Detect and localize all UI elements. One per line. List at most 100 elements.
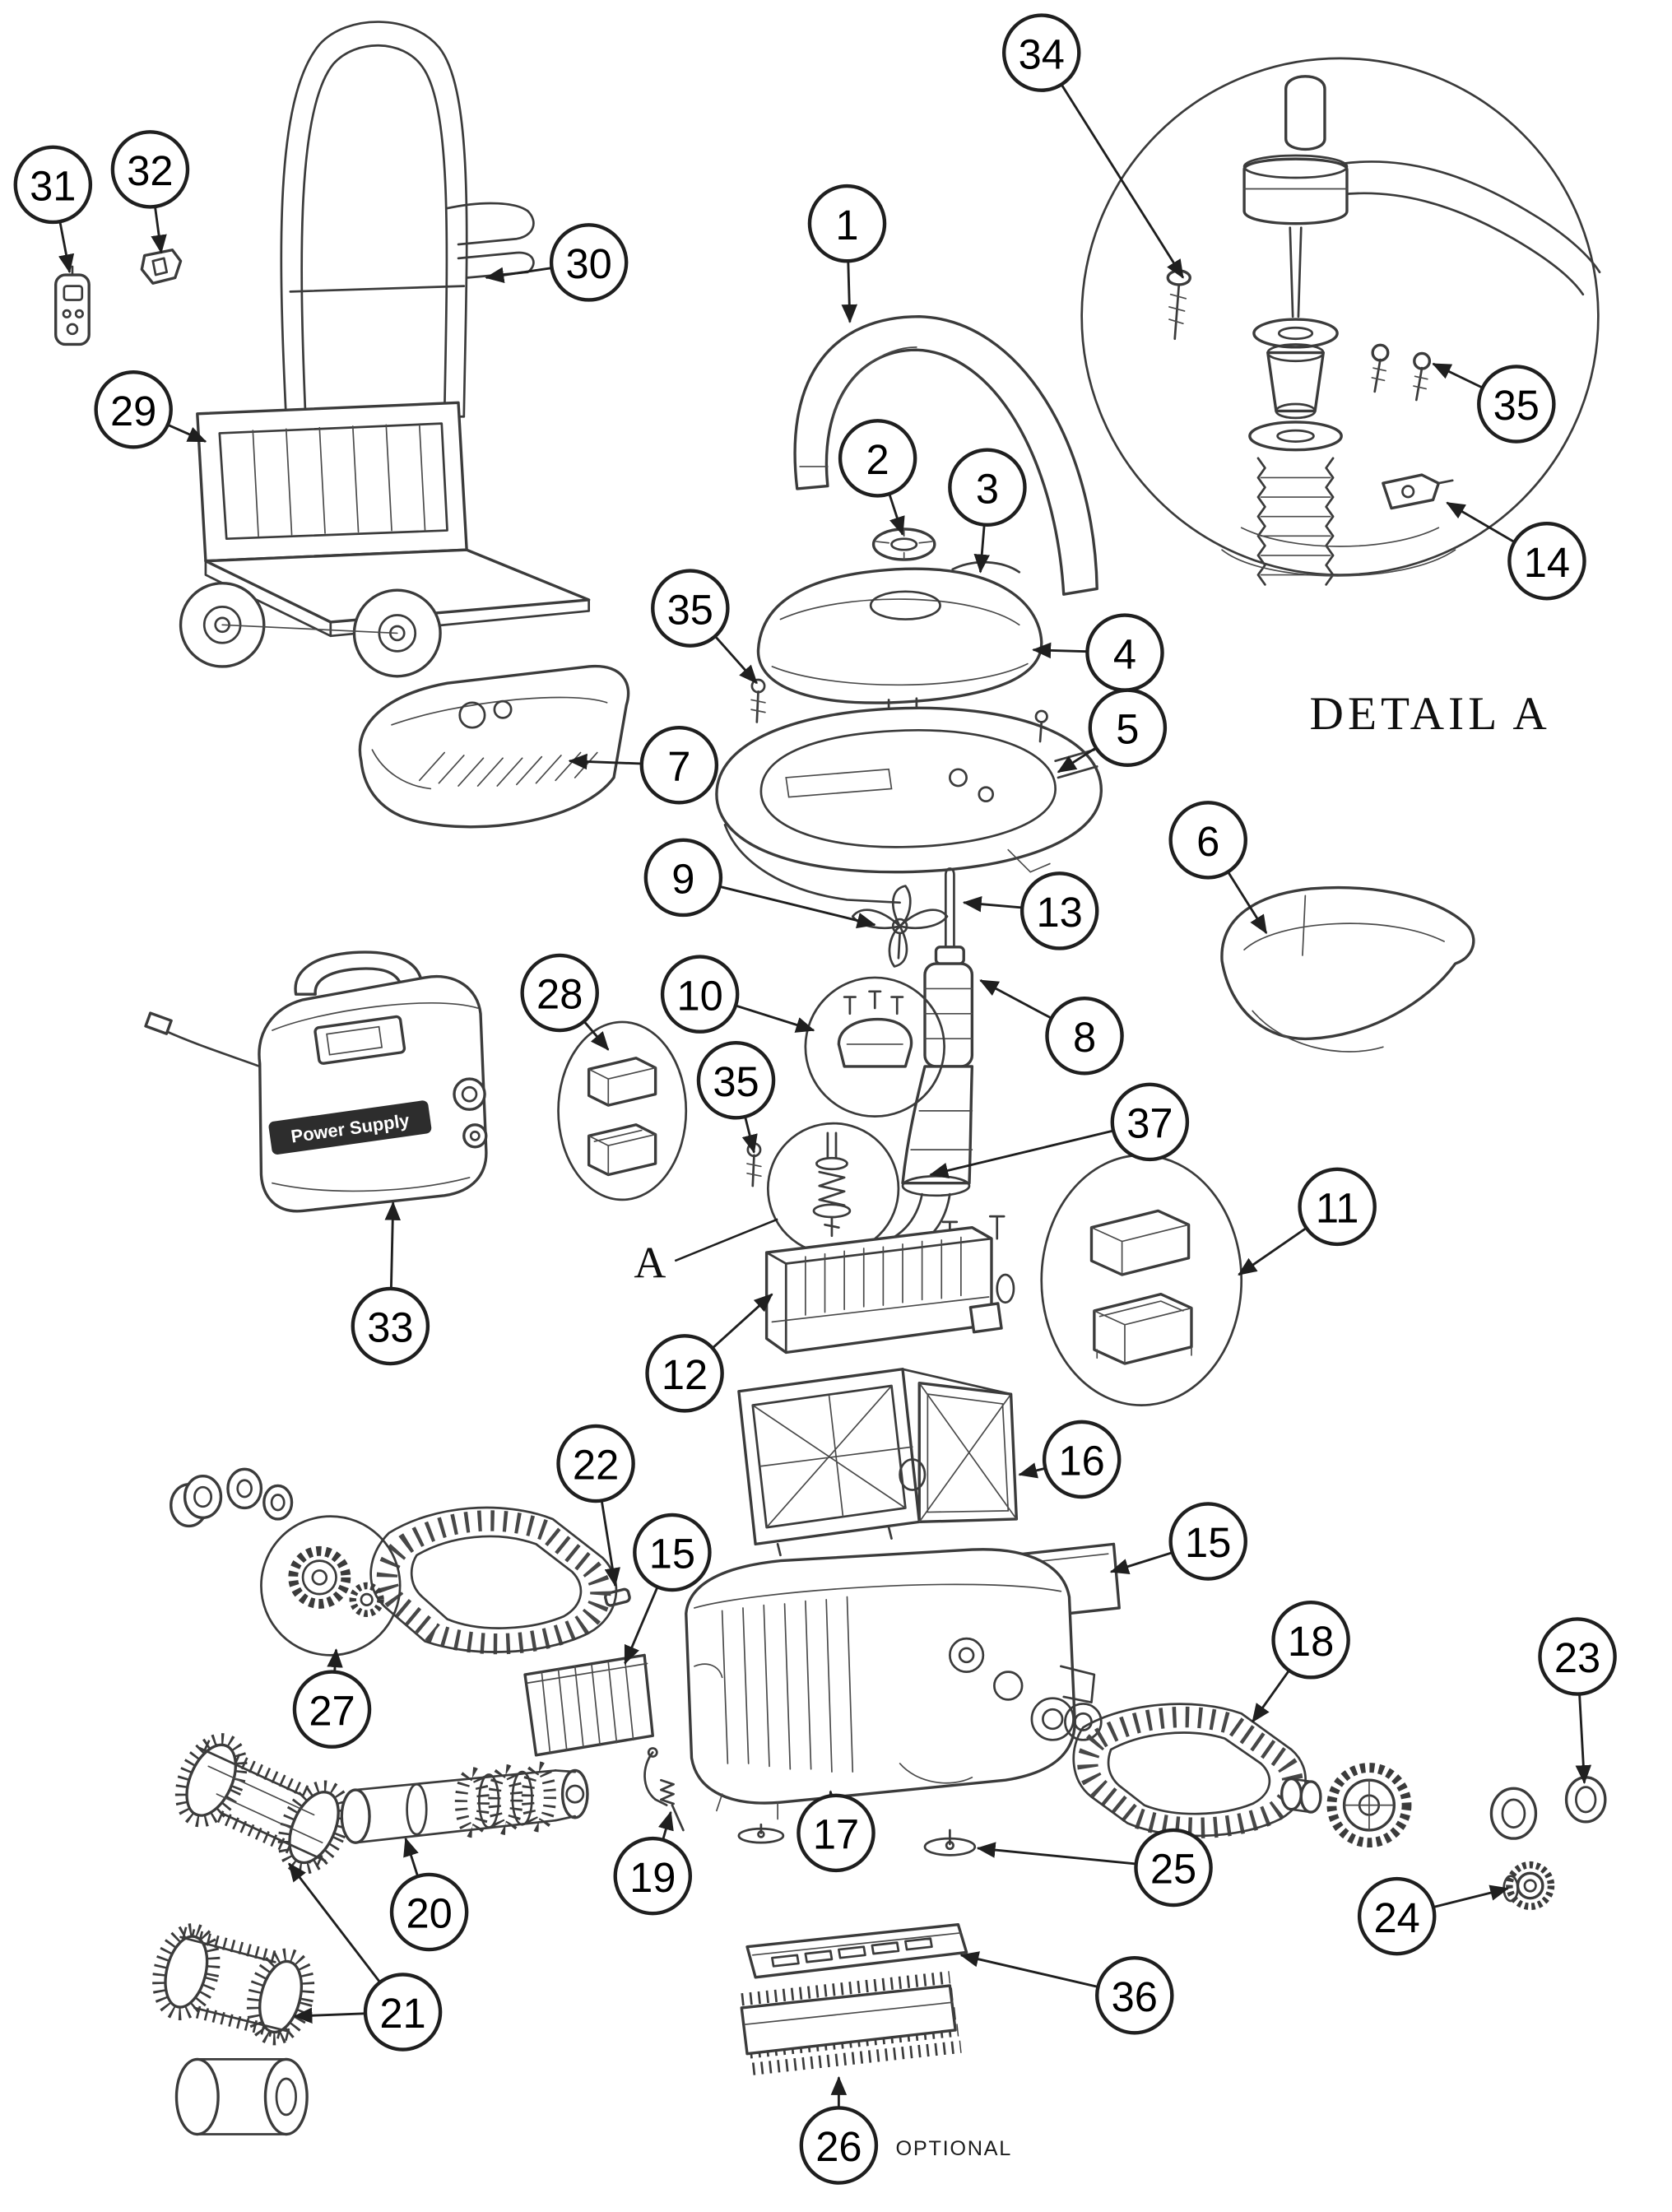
- svg-text:15: 15: [1185, 1519, 1231, 1566]
- part-impeller: [851, 885, 949, 968]
- svg-text:27: 27: [309, 1687, 355, 1734]
- callout-19: 19: [613, 1810, 693, 1916]
- part-top-cover: [756, 567, 1043, 713]
- part-panel-left: [523, 1653, 654, 1757]
- svg-text:24: 24: [1374, 1894, 1420, 1941]
- part-side-panel: [1220, 885, 1475, 1053]
- callout-30: 30: [485, 223, 629, 302]
- svg-text:9: 9: [671, 856, 694, 903]
- svg-text:3: 3: [976, 465, 999, 512]
- part-brush-26: [740, 1971, 962, 2075]
- svg-text:29: 29: [110, 388, 156, 434]
- part-track-right: [1072, 1703, 1307, 1838]
- svg-text:28: 28: [536, 971, 583, 1018]
- part-hub-24: [1502, 1861, 1555, 1910]
- svg-text:22: 22: [573, 1442, 619, 1489]
- callout-25: 25: [976, 1828, 1213, 1908]
- svg-text:12: 12: [662, 1351, 708, 1398]
- svg-text:13: 13: [1037, 889, 1083, 936]
- svg-text:21: 21: [379, 1990, 425, 2037]
- part-motor-unit: [871, 867, 974, 1262]
- callout-3: 3: [948, 448, 1027, 574]
- callout-23: 23: [1538, 1617, 1617, 1785]
- svg-text:23: 23: [1554, 1634, 1600, 1681]
- part-rings-23: [1489, 1776, 1607, 1840]
- svg-text:15: 15: [649, 1531, 695, 1578]
- part-track-left: [369, 1506, 618, 1655]
- svg-text:14: 14: [1524, 539, 1570, 586]
- svg-text:18: 18: [1288, 1618, 1334, 1665]
- svg-text:4: 4: [1113, 630, 1136, 677]
- svg-text:26: 26: [815, 2123, 862, 2170]
- svg-text:17: 17: [813, 1811, 859, 1858]
- svg-text:19: 19: [629, 1854, 676, 1901]
- part-bearings: [170, 1467, 294, 1528]
- svg-text:5: 5: [1116, 705, 1139, 752]
- detail-circle-11: [1040, 1154, 1243, 1406]
- detail-circle-28: [557, 1020, 688, 1201]
- callout-14: 14: [1446, 501, 1586, 601]
- callout-35: 35: [651, 569, 758, 685]
- callout-26: 26: [799, 2075, 879, 2185]
- part-remote-control: [54, 265, 91, 346]
- callout-10: 10: [660, 955, 815, 1034]
- svg-text:37: 37: [1126, 1100, 1173, 1147]
- svg-text:7: 7: [667, 743, 690, 790]
- a-reference-label: A: [634, 1238, 666, 1287]
- callout-15: 15: [1109, 1502, 1247, 1581]
- part-plate-36: [745, 1923, 968, 1979]
- part-body-ring: [715, 706, 1103, 904]
- callout-32: 32: [110, 130, 190, 254]
- callout-34: 34: [1001, 13, 1185, 279]
- svg-text:11: 11: [1316, 1185, 1359, 1232]
- callout-5: 5: [1057, 688, 1168, 774]
- callout-27: 27: [292, 1648, 372, 1749]
- part-washers: [737, 1823, 977, 1856]
- callout-33: 33: [351, 1201, 430, 1366]
- callout-13: 13: [962, 871, 1099, 950]
- part-foam-rollers: [152, 1923, 315, 2136]
- svg-text:2: 2: [866, 436, 889, 483]
- screw-35-upper: [750, 678, 766, 723]
- callout-9: 9: [643, 838, 876, 929]
- svg-text:35: 35: [667, 586, 713, 633]
- callout-29: 29: [94, 370, 207, 449]
- svg-text:33: 33: [367, 1304, 413, 1351]
- svg-text:30: 30: [565, 240, 611, 287]
- callout-8: 8: [979, 979, 1124, 1076]
- callout-37: 37: [929, 1082, 1190, 1178]
- svg-text:10: 10: [676, 972, 722, 1019]
- part-bottom-lid: [358, 665, 630, 829]
- part-lock-19: [643, 1747, 685, 1832]
- part-brush-38: [174, 1733, 351, 1875]
- part-caddy-cart: [179, 21, 591, 678]
- callout-22: 22: [556, 1424, 635, 1587]
- detail-circle-27: [260, 1515, 402, 1657]
- detail-circle-10: [804, 976, 945, 1118]
- part-impeller-cover: [871, 527, 1021, 574]
- svg-text:6: 6: [1196, 818, 1219, 865]
- part-handle: [793, 315, 1098, 596]
- svg-text:32: 32: [127, 147, 173, 194]
- svg-text:20: 20: [406, 1890, 452, 1937]
- callout-18: 18: [1252, 1601, 1350, 1723]
- part-wheel-gear: [1280, 1763, 1412, 1848]
- svg-text:35: 35: [1493, 382, 1540, 429]
- callout-12: 12: [645, 1293, 773, 1413]
- callout-31: 31: [13, 145, 93, 274]
- part-filter: [737, 1368, 1019, 1557]
- svg-text:8: 8: [1073, 1014, 1096, 1061]
- callout-6: 6: [1168, 801, 1268, 935]
- callout-36: 36: [959, 1951, 1174, 2035]
- detail-a-title: DETAIL A: [1309, 688, 1550, 740]
- callout-16: 16: [1018, 1420, 1122, 1499]
- callout-21: 21: [288, 1862, 443, 2052]
- svg-text:1: 1: [835, 202, 858, 249]
- svg-text:16: 16: [1059, 1438, 1105, 1485]
- callout-35: 35: [696, 1041, 776, 1154]
- svg-text:35: 35: [713, 1058, 759, 1105]
- svg-text:34: 34: [1019, 30, 1065, 77]
- callout-35: 35: [1432, 362, 1556, 444]
- detail-a-circle: [1080, 57, 1601, 586]
